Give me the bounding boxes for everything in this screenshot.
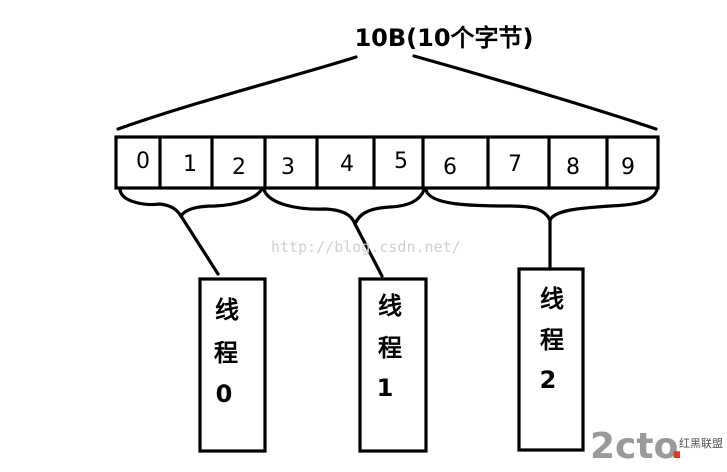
watermark-url: http://blog.csdn.net/ bbox=[271, 238, 461, 256]
thread-box-0 bbox=[198, 277, 267, 453]
byte-dividers bbox=[158, 135, 609, 190]
byte-cell-7: 7 bbox=[508, 152, 522, 177]
byte-cell-2: 2 bbox=[232, 155, 246, 180]
byte-cell-1: 1 bbox=[183, 152, 197, 177]
brace-thread-0 bbox=[118, 187, 264, 218]
thread-0-char-1: 线 bbox=[215, 296, 239, 324]
byte-cells: 0 1 2 3 4 5 6 7 8 9 bbox=[136, 149, 635, 180]
thread-box-1 bbox=[358, 277, 428, 453]
logo-sub-text: 红黑联盟 bbox=[679, 437, 723, 450]
thread-2-char-3: 2 bbox=[540, 366, 557, 394]
logo-accent-dot: . bbox=[670, 426, 684, 467]
span-line-right bbox=[412, 54, 658, 131]
byte-cell-5: 5 bbox=[394, 149, 408, 174]
brace-thread-2 bbox=[424, 187, 659, 222]
byte-cell-4: 4 bbox=[340, 152, 354, 177]
byte-cell-0: 0 bbox=[136, 149, 150, 174]
byte-cell-9: 9 bbox=[621, 155, 635, 180]
connector-thread-1 bbox=[353, 222, 384, 278]
thread-2-char-2: 程 bbox=[540, 326, 564, 354]
byte-cell-3: 3 bbox=[281, 155, 295, 180]
byte-cell-6: 6 bbox=[443, 155, 457, 180]
connector-thread-0 bbox=[179, 214, 220, 276]
thread-box-2 bbox=[517, 267, 585, 452]
thread-0-char-3: 0 bbox=[216, 380, 233, 408]
thread-1-char-2: 程 bbox=[378, 334, 402, 362]
site-logo: 2cto . 红黑联盟 bbox=[590, 426, 723, 467]
span-line-left bbox=[116, 55, 358, 131]
logo-main-text: 2cto bbox=[590, 426, 678, 467]
byte-cell-8: 8 bbox=[566, 155, 580, 180]
brace-thread-1 bbox=[262, 188, 426, 226]
thread-1-char-3: 1 bbox=[377, 374, 394, 402]
thread-2-char-1: 线 bbox=[540, 285, 564, 313]
byte-array bbox=[114, 135, 660, 190]
thread-1-char-1: 线 bbox=[378, 292, 402, 320]
thread-0-char-2: 程 bbox=[214, 339, 238, 367]
diagram-title: 10B(10个字节) bbox=[354, 24, 533, 52]
